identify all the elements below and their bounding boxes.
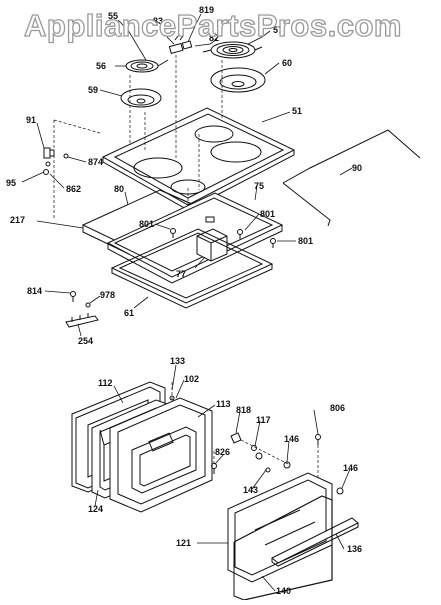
- part-number-labels: 55 83 819 82 57 56 60 59 51 91 874 95 86…: [6, 5, 362, 596]
- part-label: 254: [78, 336, 93, 346]
- part-label: 801: [298, 236, 313, 246]
- part-label: 146: [284, 434, 299, 444]
- part-label: 112: [98, 378, 113, 388]
- part-label: 874: [88, 157, 103, 167]
- part-label: 61: [124, 308, 134, 318]
- part-label: 83: [153, 16, 163, 26]
- part-label: 801: [139, 219, 154, 229]
- part-label: 818: [236, 405, 251, 415]
- door-frame: [233, 495, 333, 601]
- terminal-hardware: [65, 291, 99, 328]
- part-label: 136: [347, 544, 362, 554]
- cooktop: [101, 107, 296, 211]
- part-label: 814: [27, 286, 42, 296]
- part-label: 826: [215, 447, 230, 457]
- part-label: 133: [170, 356, 185, 366]
- surface-element-small: [125, 59, 169, 73]
- part-label: 77: [176, 269, 186, 279]
- part-label: 806: [330, 403, 345, 413]
- part-label: 91: [26, 115, 36, 125]
- support-tray: [106, 192, 284, 284]
- part-label: 124: [88, 504, 103, 514]
- trim-wire: [282, 129, 421, 227]
- part-label: 102: [184, 374, 199, 384]
- bracket-hardware: [43, 147, 69, 175]
- part-label: 82: [209, 33, 219, 43]
- part-label: 117: [256, 415, 271, 425]
- part-label: 95: [6, 178, 16, 188]
- bottom-tray: [110, 228, 274, 309]
- door-handle: [271, 517, 359, 567]
- door-liner: [109, 395, 213, 513]
- part-label: 801: [260, 209, 275, 219]
- part-label: 143: [243, 485, 258, 495]
- part-label: 51: [292, 106, 302, 116]
- part-label: 121: [176, 538, 191, 548]
- surface-element-large: [202, 41, 263, 59]
- part-label: 75: [254, 181, 264, 191]
- part-label: 55: [108, 11, 118, 21]
- drip-pan-small: [120, 88, 162, 108]
- part-label: 217: [10, 215, 25, 225]
- part-label: 60: [282, 58, 292, 68]
- part-label: 140: [276, 586, 291, 596]
- junction-box: [196, 216, 228, 262]
- watermark-logo: AppliancePartsPros.com: [23, 7, 402, 43]
- part-label: 862: [66, 184, 81, 194]
- part-label: 819: [199, 5, 214, 15]
- part-label: 90: [352, 163, 362, 173]
- part-label: 57: [273, 25, 283, 35]
- part-label: 146: [343, 463, 358, 473]
- part-label: 978: [100, 290, 115, 300]
- leader-lines: [21, 13, 353, 592]
- element-receptacle: [168, 35, 193, 55]
- screw-801: [170, 228, 276, 248]
- drip-pan-large: [210, 67, 266, 93]
- part-label: 80: [114, 184, 124, 194]
- part-label: 113: [216, 399, 231, 409]
- part-label: 56: [96, 61, 106, 71]
- part-label: 59: [88, 85, 98, 95]
